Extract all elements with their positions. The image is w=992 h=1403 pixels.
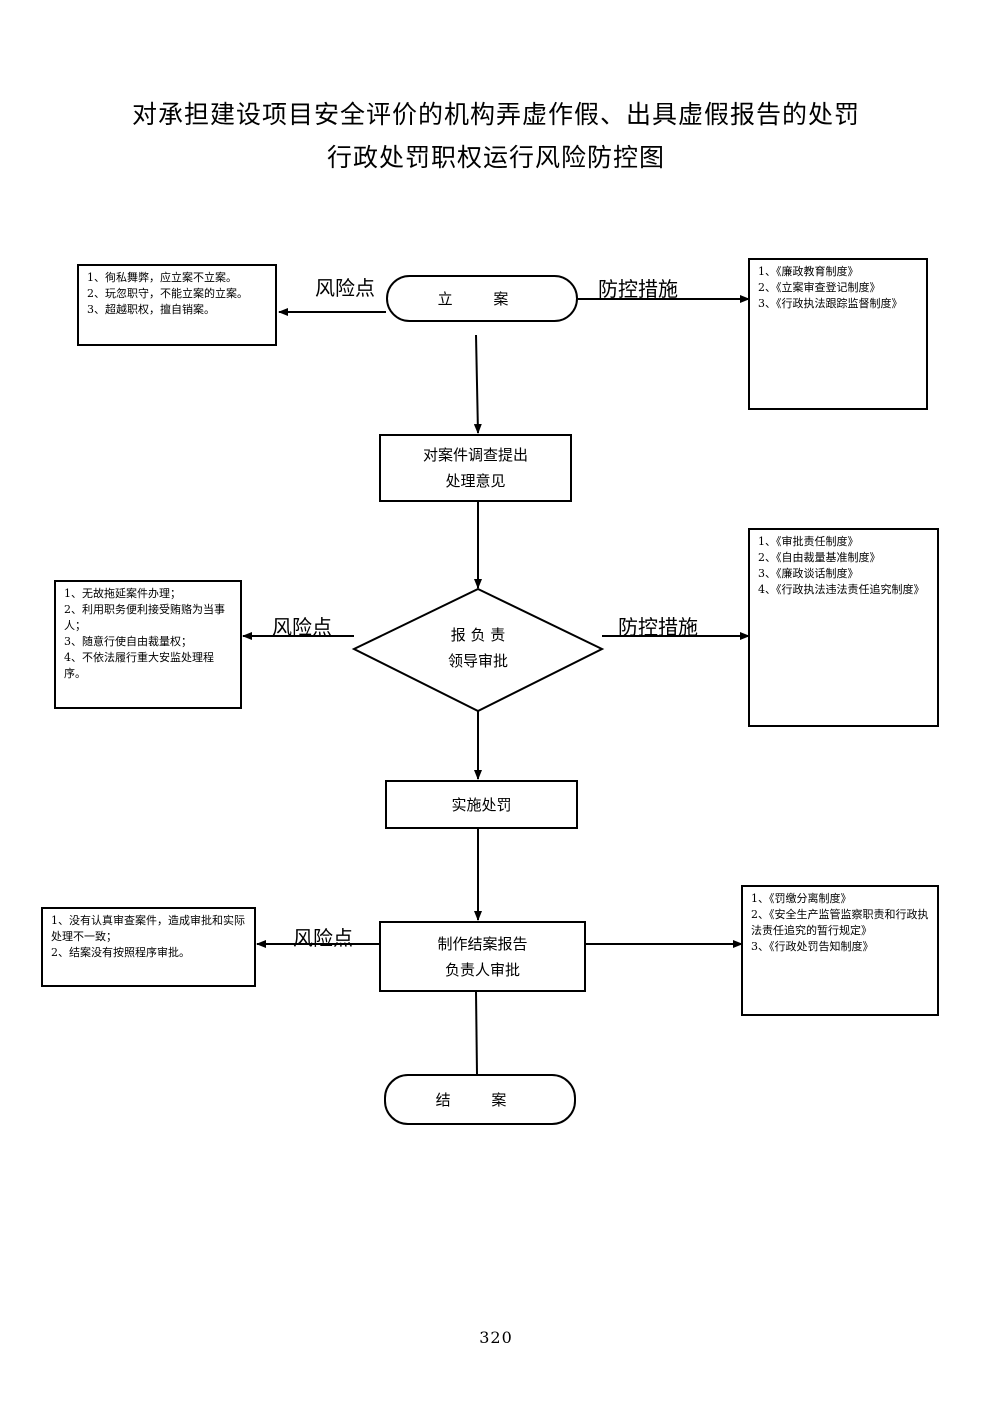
report-line-2: 负责人审批: [444, 960, 520, 979]
investigate-line-2: 处理意见: [445, 472, 506, 490]
end-node: 结 案: [384, 1074, 576, 1125]
approve-line-2: 领导审批: [447, 652, 508, 670]
risk-box-1-item: 3、超越职权，擅自销案。: [87, 303, 215, 316]
risk-box-3-item: 1、没有认真审查案件，造成审批和实际处理不一致；: [51, 914, 245, 943]
execute-node-label: 实施处罚: [451, 795, 512, 814]
arrow-start-to-investigate: [473, 334, 482, 434]
page-title-line-2: 行政处罚职权运行风险防控图: [326, 143, 665, 172]
risk-label-3: 风险点: [293, 926, 353, 950]
investigate-line-1: 对案件调查提出: [422, 446, 528, 464]
control-box-2-item: 2、《自由裁量基准制度》: [758, 551, 881, 564]
control-box-1-item: 1、《廉政教育制度》: [758, 265, 859, 278]
control-box-2-item: 4、《行政执法违法责任追究制度》: [758, 583, 925, 596]
report-node: 制作结案报告 负责人审批: [379, 921, 586, 992]
page-number: 320: [479, 1328, 513, 1347]
start-node: 立 案: [386, 275, 578, 322]
control-box-3-item: 3、《行政处罚告知制度》: [751, 940, 874, 953]
investigate-node: 对案件调查提出 处理意见: [379, 434, 572, 502]
approve-node: 报 负 责 领导审批: [418, 622, 538, 674]
risk-box-1-item: 2、玩忽职守，不能立案的立案。: [87, 287, 248, 300]
approve-diamond: [351, 587, 605, 713]
risk-box-1-item: 1、徇私舞弊，应立案不立案。: [87, 271, 237, 284]
risk-box-3: 1、没有认真审查案件，造成审批和实际处理不一致； 2、结案没有按照程序审批。: [41, 907, 256, 987]
risk-box-2-item: 2、利用职务便利接受贿赂为当事人；: [64, 603, 225, 632]
report-line-1: 制作结案报告: [437, 934, 528, 953]
execute-node: 实施处罚: [385, 780, 578, 829]
control-box-2: 1、《审批责任制度》 2、《自由裁量基准制度》 3、《廉政谈话制度》 4、《行政…: [748, 528, 939, 727]
risk-box-2: 1、无故拖延案件办理； 2、利用职务便利接受贿赂为当事人； 3、随意行使自由裁量…: [54, 580, 242, 709]
control-box-1-item: 2、《立案审查登记制度》: [758, 281, 881, 294]
control-box-3: 1、《罚缴分离制度》 2、《安全生产监管监察职责和行政执法责任追究的暂行规定》 …: [741, 885, 939, 1016]
control-box-3-item: 1、《罚缴分离制度》: [751, 892, 852, 905]
control-label-2: 防控措施: [618, 615, 698, 639]
control-box-1: 1、《廉政教育制度》 2、《立案审查登记制度》 3、《行政执法跟踪监督制度》: [748, 258, 928, 410]
control-box-2-item: 1、《审批责任制度》: [758, 535, 859, 548]
start-node-label: 立 案: [437, 289, 527, 308]
risk-label-2: 风险点: [272, 615, 332, 639]
risk-box-1: 1、徇私舞弊，应立案不立案。 2、玩忽职守，不能立案的立案。 3、超越职权，擅自…: [77, 264, 277, 346]
line-report-to-end: [475, 991, 478, 1075]
end-node-label: 结 案: [435, 1090, 525, 1109]
risk-box-2-item: 1、无故拖延案件办理；: [64, 587, 181, 600]
risk-box-2-item: 4、不依法履行重大安监处理程序。: [64, 651, 214, 680]
control-box-2-item: 3、《廉政谈话制度》: [758, 567, 859, 580]
page-title-line-1: 对承担建设项目安全评价的机构弄虚作假、出具虚假报告的处罚: [131, 100, 860, 129]
control-box-1-item: 3、《行政执法跟踪监督制度》: [758, 297, 903, 310]
risk-box-2-item: 3、随意行使自由裁量权；: [64, 635, 192, 648]
control-box-3-item: 2、《安全生产监管监察职责和行政执法责任追究的暂行规定》: [751, 908, 929, 937]
approve-line-1: 报 负 责: [450, 626, 506, 644]
risk-box-3-item: 2、结案没有按照程序审批。: [51, 946, 190, 959]
control-label-1: 防控措施: [598, 277, 678, 301]
risk-label-1: 风险点: [315, 276, 375, 300]
